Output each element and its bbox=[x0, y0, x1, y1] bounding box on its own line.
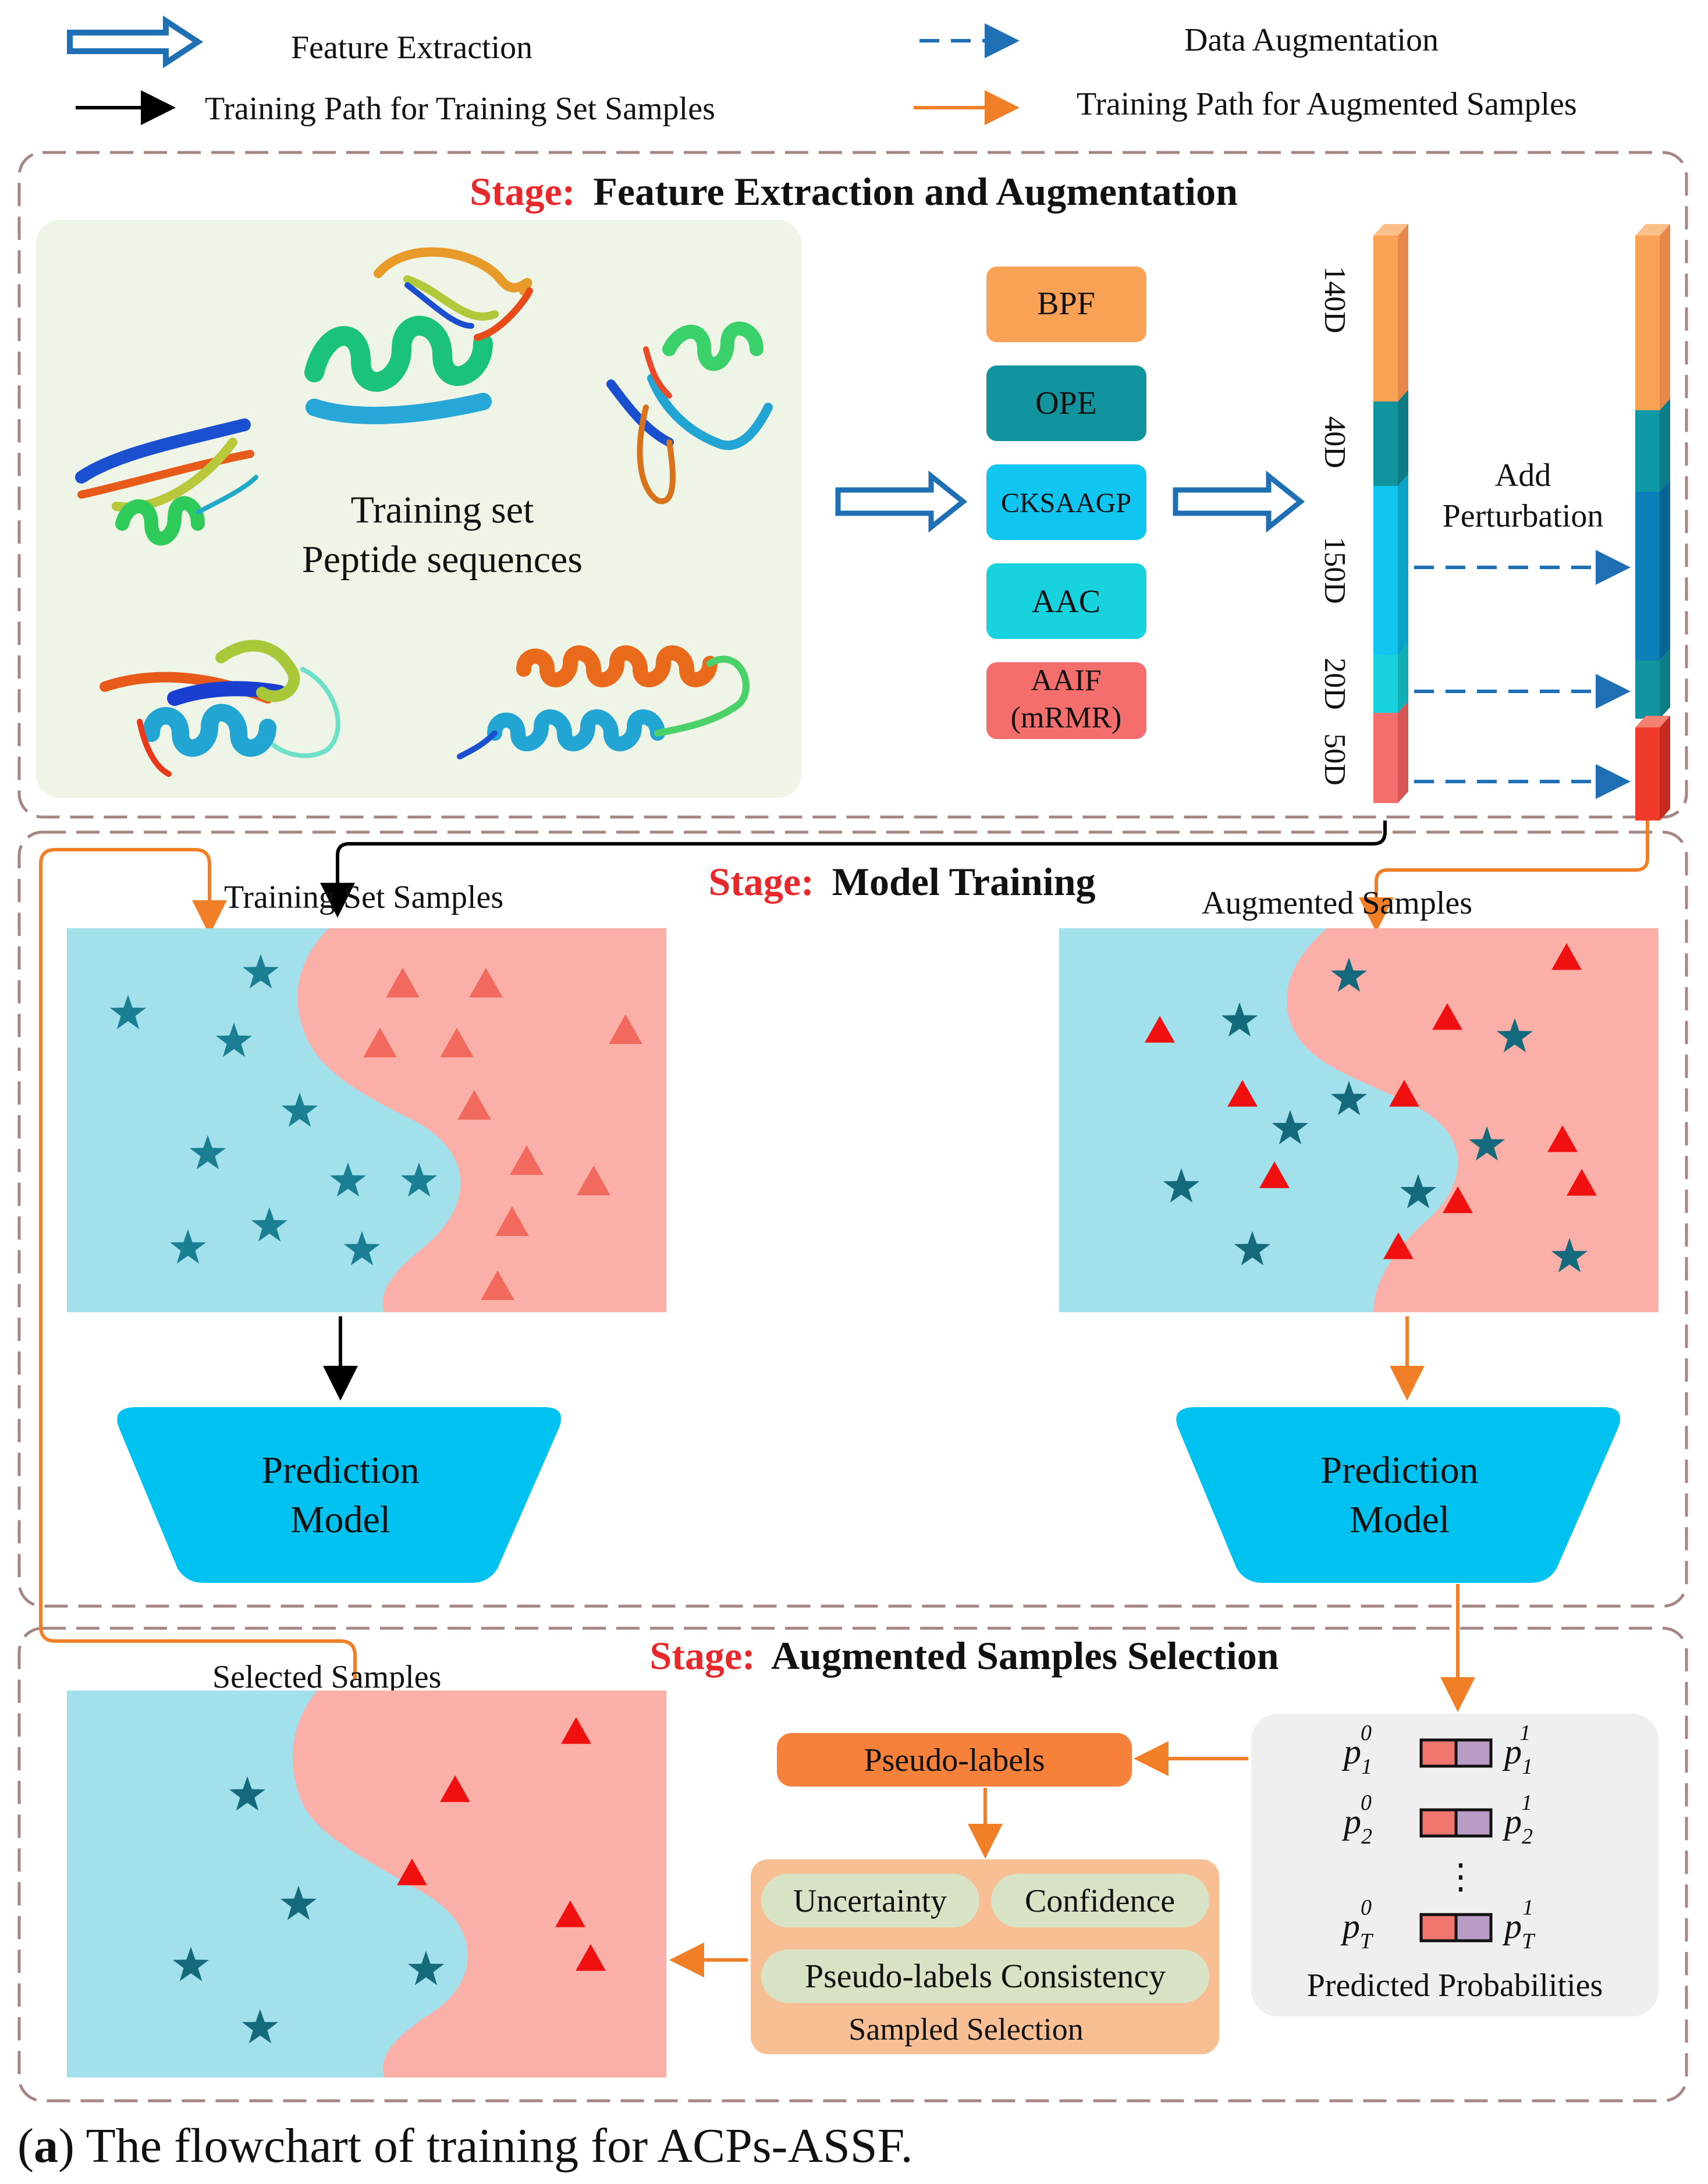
training-path-arrow bbox=[320, 821, 1387, 918]
feature-label-ope: OPE bbox=[1035, 385, 1097, 421]
sampled-selection-label: Sampled Selection bbox=[848, 2012, 1083, 2047]
legend-training-path-training: Training Path for Training Set Samples bbox=[205, 91, 715, 127]
training-set-label: Training set bbox=[351, 489, 534, 531]
augmented-samples-label: Augmented Samples bbox=[1202, 885, 1472, 921]
training-samples-scatter bbox=[67, 928, 666, 1312]
feature-extraction-arrow bbox=[1173, 470, 1305, 533]
stage1-title: Stage: Feature Extraction and Augmentati… bbox=[470, 169, 1238, 214]
legend: Feature Extraction Training Path for Tra… bbox=[67, 15, 1577, 127]
augmented-path-arrow bbox=[1359, 821, 1649, 932]
prediction-model-left-line2: Model bbox=[290, 1498, 390, 1541]
dim-label-50d: 50D bbox=[1318, 733, 1351, 786]
pseudo-labels-label: Pseudo-labels bbox=[864, 1742, 1045, 1778]
figure-caption: (a) The flowchart of training for ACPs-A… bbox=[17, 2119, 913, 2173]
feature-box-cksaagp bbox=[986, 464, 1146, 540]
stage2-frame bbox=[17, 830, 1688, 1608]
peptide-sequences-label: Peptide sequences bbox=[302, 538, 583, 581]
training-set-samples-label: Training Set Samples bbox=[224, 879, 503, 915]
predicted-probabilities-panel bbox=[1251, 1714, 1659, 2016]
feature-box-ope bbox=[986, 365, 1146, 441]
stage3-title: Stage: Augmented Samples Selection bbox=[649, 1633, 1279, 1678]
consistency-pill bbox=[761, 1949, 1209, 2003]
dim-label-150d: 150D bbox=[1318, 537, 1351, 604]
protein-structure-icon bbox=[457, 645, 750, 759]
feature-label-cksaagp: CKSAAGP bbox=[1001, 488, 1131, 519]
feature-label-bpf: BPF bbox=[1037, 286, 1095, 322]
feature-extraction-legend-arrow bbox=[67, 15, 204, 69]
legend-training-path-augmented: Training Path for Augmented Samples bbox=[1077, 86, 1577, 122]
uncertainty-pill bbox=[761, 1874, 979, 1927]
stage3-frame bbox=[17, 1627, 1688, 2103]
stage2-title: Stage: Model Training bbox=[708, 860, 1095, 904]
selected-samples-scatter bbox=[67, 1691, 666, 2078]
consistency-label: Pseudo-labels Consistency bbox=[805, 1957, 1166, 1995]
prediction-model-right-line2: Model bbox=[1350, 1498, 1450, 1541]
confidence-pill bbox=[991, 1874, 1209, 1927]
feature-vector-augmented bbox=[1635, 224, 1670, 821]
selected-samples-loop-arrow bbox=[39, 848, 357, 1679]
dim-label-20d: 20D bbox=[1318, 658, 1351, 710]
feature-label-aac: AAC bbox=[1032, 584, 1100, 620]
protein-structure-icon bbox=[75, 418, 258, 546]
legend-data-augmentation: Data Augmentation bbox=[1184, 22, 1439, 58]
feature-list: BPF OPE CKSAAGP AAC AAIF (mRMR) bbox=[986, 267, 1146, 739]
prediction-model-left-line1: Prediction bbox=[261, 1449, 419, 1491]
probability-rows: p10 p11 p20 p21 ⋮ pT0 pT1 bbox=[1340, 1721, 1536, 1954]
confidence-label: Confidence bbox=[1025, 1883, 1175, 1919]
feature-box-aaif bbox=[986, 662, 1146, 739]
predicted-probabilities-label: Predicted Probabilities bbox=[1307, 1968, 1603, 2004]
feature-label-aaif: AAIF bbox=[1031, 664, 1101, 697]
dim-label-40d: 40D bbox=[1318, 416, 1351, 468]
stage1-frame bbox=[17, 151, 1688, 819]
feature-vector-original bbox=[1373, 224, 1408, 803]
protein-structure-icon bbox=[304, 247, 533, 424]
feature-extraction-arrow bbox=[835, 470, 968, 533]
feature-label-mrmr: (mRMR) bbox=[1011, 701, 1122, 734]
legend-feature-extraction: Feature Extraction bbox=[291, 30, 532, 66]
protein-structure-icon bbox=[606, 321, 773, 505]
probability-ellipsis: ⋮ bbox=[1443, 1858, 1478, 1896]
feature-box-aac bbox=[986, 563, 1146, 639]
protein-structure-icon bbox=[100, 640, 340, 777]
perturbation-label: Perturbation bbox=[1443, 498, 1604, 534]
feature-box-bpf bbox=[986, 267, 1146, 342]
uncertainty-label: Uncertainty bbox=[793, 1883, 947, 1919]
prediction-model-right-line1: Prediction bbox=[1320, 1449, 1478, 1491]
add-label: Add bbox=[1495, 457, 1551, 493]
dim-label-140d: 140D bbox=[1318, 266, 1351, 333]
probability-row: p10 p11 bbox=[1341, 1721, 1531, 1779]
dimension-labels: 140D 40D 150D 20D 50D bbox=[1318, 266, 1351, 786]
prediction-model-right bbox=[1176, 1407, 1621, 1583]
augmented-samples-scatter bbox=[1059, 928, 1659, 1312]
selected-samples-label: Selected Samples bbox=[212, 1659, 441, 1695]
prediction-model-left bbox=[117, 1407, 562, 1583]
pseudo-labels-box bbox=[777, 1733, 1132, 1787]
